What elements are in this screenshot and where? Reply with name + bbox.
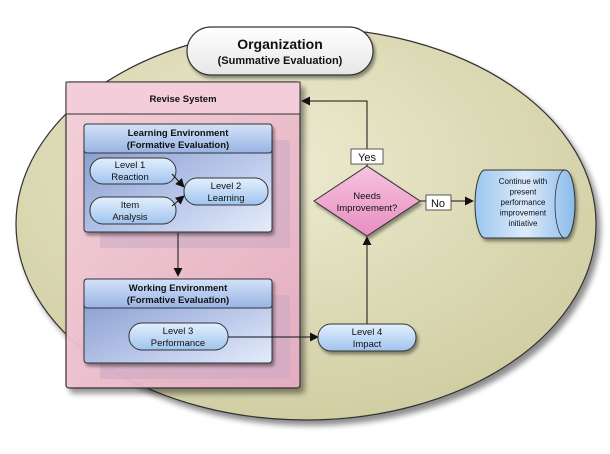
level4-label-line2: Impact	[353, 339, 382, 350]
item-analysis-line2: Analysis	[112, 212, 148, 223]
continue-text-line: Continue with	[499, 177, 547, 186]
learning-environment-title: Learning Environment	[128, 128, 230, 139]
level2-pill	[183, 177, 269, 206]
continue-box	[474, 169, 576, 239]
arrow-level1-to-level2	[171, 173, 185, 188]
working-environment-subtitle: (Formative Evaluation)	[127, 295, 229, 306]
yes-label: Yes	[358, 152, 376, 164]
no-label: No	[431, 198, 445, 210]
arrow-item-analysis-to-level2	[171, 195, 185, 207]
decision-label-line2: Improvement?	[337, 203, 398, 214]
needs-improvement-decision	[313, 165, 421, 237]
organization-subtitle: (Summative Evaluation)	[218, 55, 343, 67]
decision-label-line1: Needs	[353, 191, 381, 202]
learning-environment-subtitle: (Formative Evaluation)	[127, 140, 229, 151]
level4-label-line1: Level 4	[352, 327, 383, 338]
working-environment-title: Working Environment	[129, 283, 228, 294]
learning-environment-header	[83, 123, 273, 154]
yes-label-box	[350, 148, 384, 165]
level3-label-line2: Performance	[151, 338, 205, 349]
level1-pill	[89, 157, 177, 185]
level2-label-line2: Learning	[208, 193, 245, 204]
level1-label-line1: Level 1	[115, 160, 146, 171]
revise-system-header	[65, 81, 301, 115]
item-analysis-pill	[89, 196, 177, 225]
continue-text-line: improvement	[500, 209, 547, 218]
arrow-yes-to-revise-system	[301, 96, 368, 166]
level3-label-line1: Level 3	[163, 326, 194, 337]
organization-title: Organization	[237, 36, 323, 52]
continue-text-line: performance	[501, 198, 546, 207]
no-label-box	[425, 194, 452, 211]
continue-text-line: present	[510, 188, 537, 197]
level2-label-line1: Level 2	[211, 181, 242, 192]
organization-title-box	[186, 26, 374, 76]
revise-system-label: Revise System	[149, 94, 216, 105]
continue-text-line: initiative	[509, 219, 538, 228]
working-environment-header	[83, 278, 273, 309]
level1-label-line2: Reaction	[111, 172, 149, 183]
item-analysis-line1: Item	[121, 200, 140, 211]
